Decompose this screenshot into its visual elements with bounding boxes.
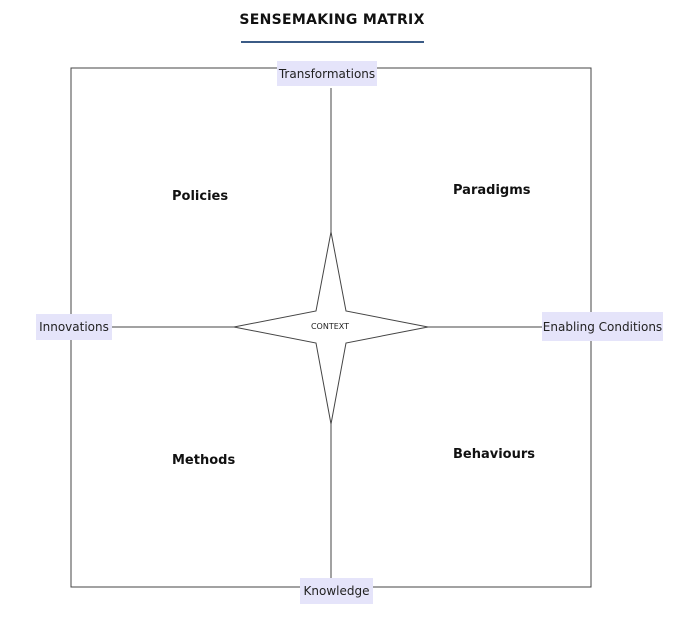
quadrant-label-methods: Methods xyxy=(172,453,236,468)
quadrant-label-behaviours: Behaviours xyxy=(453,447,536,462)
diagram-title: SENSEMAKING MATRIX xyxy=(239,12,425,28)
context-star-shape xyxy=(233,231,429,425)
context-label: CONTEXT xyxy=(310,322,350,331)
quadrant-label-policies: Policies xyxy=(172,189,229,204)
title-underline xyxy=(241,41,424,43)
axis-label-knowledge: Knowledge xyxy=(300,578,373,604)
axis-label-enabling-conditions: Enabling Conditions xyxy=(542,312,663,341)
quadrant-label-paradigms: Paradigms xyxy=(453,183,531,198)
axis-label-transformations: Transformations xyxy=(277,61,377,86)
axis-label-innovations: Innovations xyxy=(36,314,112,340)
